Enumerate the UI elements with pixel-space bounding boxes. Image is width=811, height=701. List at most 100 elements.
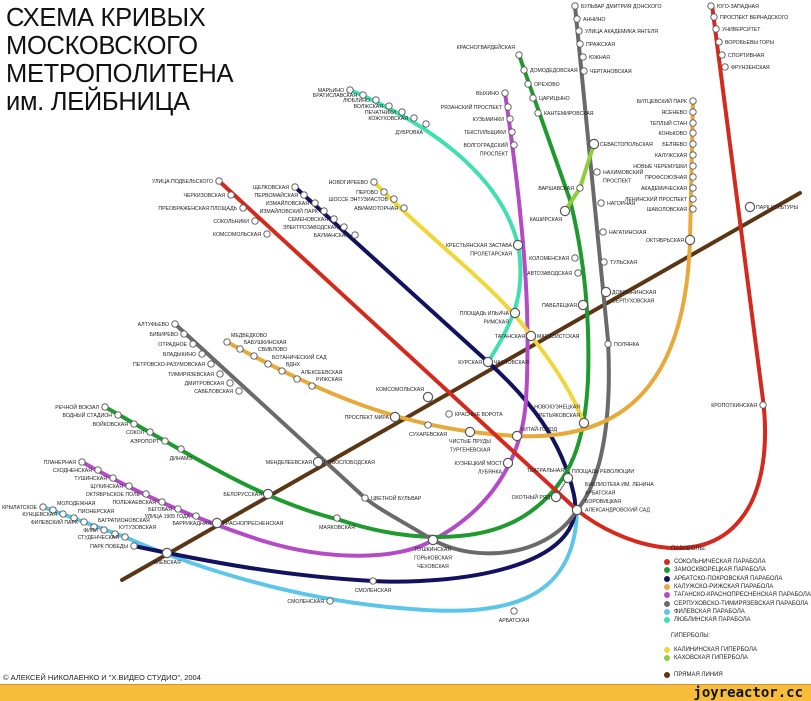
station-marker[interactable]: [712, 25, 720, 33]
interchange-marker[interactable]: [578, 417, 590, 429]
station-marker[interactable]: [114, 411, 122, 419]
station-marker[interactable]: [524, 80, 532, 88]
interchange-marker[interactable]: [211, 517, 223, 529]
station-marker[interactable]: [215, 177, 223, 185]
station-marker[interactable]: [278, 367, 286, 375]
station-marker[interactable]: [689, 151, 697, 159]
interchange-marker[interactable]: [571, 504, 583, 516]
station-marker[interactable]: [710, 13, 718, 21]
station-marker[interactable]: [130, 420, 138, 428]
interchange-marker[interactable]: [464, 426, 476, 438]
station-marker[interactable]: [571, 2, 579, 10]
station-marker[interactable]: [721, 63, 729, 71]
station-marker[interactable]: [422, 120, 430, 128]
station-marker[interactable]: [604, 340, 612, 348]
interchange-marker[interactable]: [427, 534, 439, 546]
station-marker[interactable]: [501, 89, 509, 97]
station-marker[interactable]: [576, 40, 584, 48]
station-marker[interactable]: [372, 96, 380, 104]
station-marker[interactable]: [574, 269, 582, 277]
interchange-marker[interactable]: [509, 307, 521, 319]
station-marker[interactable]: [330, 215, 338, 223]
station-marker[interactable]: [508, 128, 516, 136]
station-marker[interactable]: [125, 482, 133, 490]
station-marker[interactable]: [689, 173, 697, 181]
station-marker[interactable]: [410, 114, 418, 122]
station-marker[interactable]: [520, 66, 528, 74]
station-marker[interactable]: [198, 350, 206, 358]
station-marker[interactable]: [718, 51, 726, 59]
station-marker[interactable]: [130, 542, 138, 550]
station-marker[interactable]: [689, 119, 697, 127]
station-marker[interactable]: [78, 458, 86, 466]
station-marker[interactable]: [506, 115, 514, 123]
station-marker[interactable]: [575, 27, 583, 35]
station-marker[interactable]: [251, 217, 259, 225]
station-marker[interactable]: [504, 103, 512, 111]
interchange-marker[interactable]: [482, 356, 494, 368]
station-marker[interactable]: [390, 195, 398, 203]
station-marker[interactable]: [207, 360, 215, 368]
station-marker[interactable]: [39, 503, 47, 511]
station-marker[interactable]: [223, 338, 231, 346]
station-marker[interactable]: [689, 140, 697, 148]
station-marker[interactable]: [311, 199, 319, 207]
station-marker[interactable]: [689, 129, 697, 137]
station-marker[interactable]: [146, 428, 154, 436]
station-marker[interactable]: [94, 466, 102, 474]
station-marker[interactable]: [385, 102, 393, 110]
station-marker[interactable]: [689, 205, 697, 213]
station-marker[interactable]: [715, 38, 723, 46]
station-marker[interactable]: [593, 168, 601, 176]
station-marker[interactable]: [80, 518, 88, 526]
station-marker[interactable]: [361, 494, 369, 502]
interchange-marker[interactable]: [525, 330, 537, 342]
station-marker[interactable]: [158, 498, 166, 506]
station-marker[interactable]: [689, 108, 697, 116]
interchange-marker[interactable]: [600, 286, 612, 298]
interchange-marker[interactable]: [588, 138, 600, 150]
station-marker[interactable]: [599, 228, 607, 236]
station-marker[interactable]: [216, 370, 224, 378]
station-marker[interactable]: [398, 108, 406, 116]
interchange-marker[interactable]: [161, 547, 173, 559]
station-marker[interactable]: [689, 184, 697, 192]
station-marker[interactable]: [293, 375, 301, 383]
station-marker[interactable]: [192, 512, 200, 520]
station-marker[interactable]: [529, 94, 537, 102]
station-marker[interactable]: [571, 254, 579, 262]
station-marker[interactable]: [326, 597, 334, 605]
station-marker[interactable]: [445, 410, 453, 418]
interchange-marker[interactable]: [511, 430, 523, 442]
station-marker[interactable]: [59, 510, 67, 518]
station-marker[interactable]: [111, 530, 119, 538]
station-marker[interactable]: [250, 352, 258, 360]
station-marker[interactable]: [689, 195, 697, 203]
interchange-marker[interactable]: [562, 472, 574, 484]
station-marker[interactable]: [101, 403, 109, 411]
station-marker[interactable]: [227, 191, 235, 199]
interchange-marker[interactable]: [744, 201, 756, 213]
station-marker[interactable]: [576, 184, 584, 192]
interchange-marker[interactable]: [312, 456, 324, 468]
station-marker[interactable]: [580, 67, 588, 75]
station-marker[interactable]: [171, 320, 179, 328]
station-marker[interactable]: [236, 345, 244, 353]
interchange-marker[interactable]: [389, 411, 401, 423]
interchange-marker[interactable]: [559, 205, 571, 217]
station-marker[interactable]: [510, 607, 518, 615]
station-marker[interactable]: [707, 2, 715, 10]
station-marker[interactable]: [515, 51, 523, 59]
station-marker[interactable]: [70, 514, 78, 522]
station-marker[interactable]: [597, 199, 605, 207]
station-marker[interactable]: [291, 183, 299, 191]
interchange-marker[interactable]: [422, 391, 434, 403]
station-marker[interactable]: [579, 53, 587, 61]
station-marker[interactable]: [263, 230, 271, 238]
station-marker[interactable]: [264, 360, 272, 368]
interchange-marker[interactable]: [502, 457, 514, 469]
station-marker[interactable]: [534, 109, 542, 117]
station-marker[interactable]: [340, 223, 348, 231]
station-marker[interactable]: [308, 382, 316, 390]
station-marker[interactable]: [161, 437, 169, 445]
